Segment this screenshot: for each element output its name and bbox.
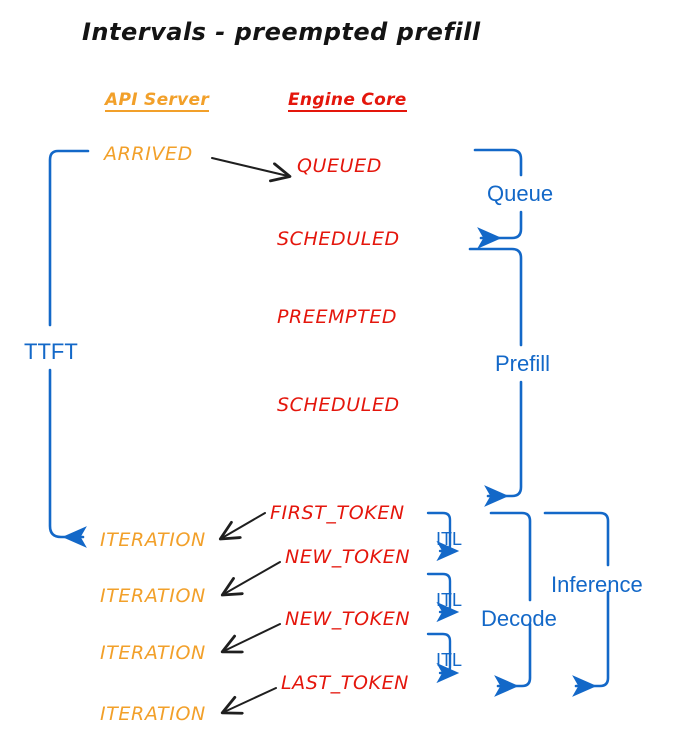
state-iteration-1: ITERATION [100,529,206,551]
column-header-api-server: API Server [105,90,210,112]
state-preempted: PREEMPTED [277,306,398,328]
state-iteration-3: ITERATION [100,642,206,664]
state-scheduled-1: SCHEDULED [277,228,400,250]
arrow-new-token-2-to-iteration [224,623,281,651]
interval-label-queue: Queue [487,181,554,206]
state-new-token-2: NEW_TOKEN [285,608,411,630]
page-title: Intervals - preempted prefill [82,18,481,46]
bracket-prefill-top [468,247,523,347]
bracket-decode-bottom [494,622,532,697]
state-scheduled-2: SCHEDULED [277,394,400,416]
state-last-token: LAST_TOKEN [281,672,409,694]
state-iteration-4: ITERATION [100,703,206,725]
arrow-arrived-to-queued [211,157,288,176]
interval-label-inference: Inference [551,572,643,597]
state-iteration-2: ITERATION [100,585,206,607]
state-new-token-1: NEW_TOKEN [285,546,411,568]
arrow-first-token-to-iteration [222,512,266,538]
bracket-inference-bottom [572,590,610,697]
interval-label-decode: Decode [481,606,557,631]
interval-label-itl-2: ITL [436,590,463,610]
state-arrived: ARRIVED [104,143,193,165]
bracket-queue-top [473,148,523,177]
bracket-decode-top [489,511,532,602]
state-first-token: FIRST_TOKEN [270,502,405,524]
arrow-last-token-to-iteration [224,687,277,712]
interval-label-ttft: TTFT [24,339,78,364]
state-queued: QUEUED [297,155,383,177]
interval-label-itl-1: ITL [436,529,463,549]
interval-label-itl-3: ITL [436,650,463,670]
arrow-new-token-1-to-iteration [224,561,281,594]
bracket-prefill-bottom [484,380,523,507]
bracket-inference-top [543,511,610,567]
bracket-queue-bottom [477,210,523,249]
bracket-ttft-top [48,149,90,327]
bracket-ttft-bottom [48,368,87,548]
interval-label-prefill: Prefill [495,351,551,376]
column-header-engine-core: Engine Core [288,90,407,112]
